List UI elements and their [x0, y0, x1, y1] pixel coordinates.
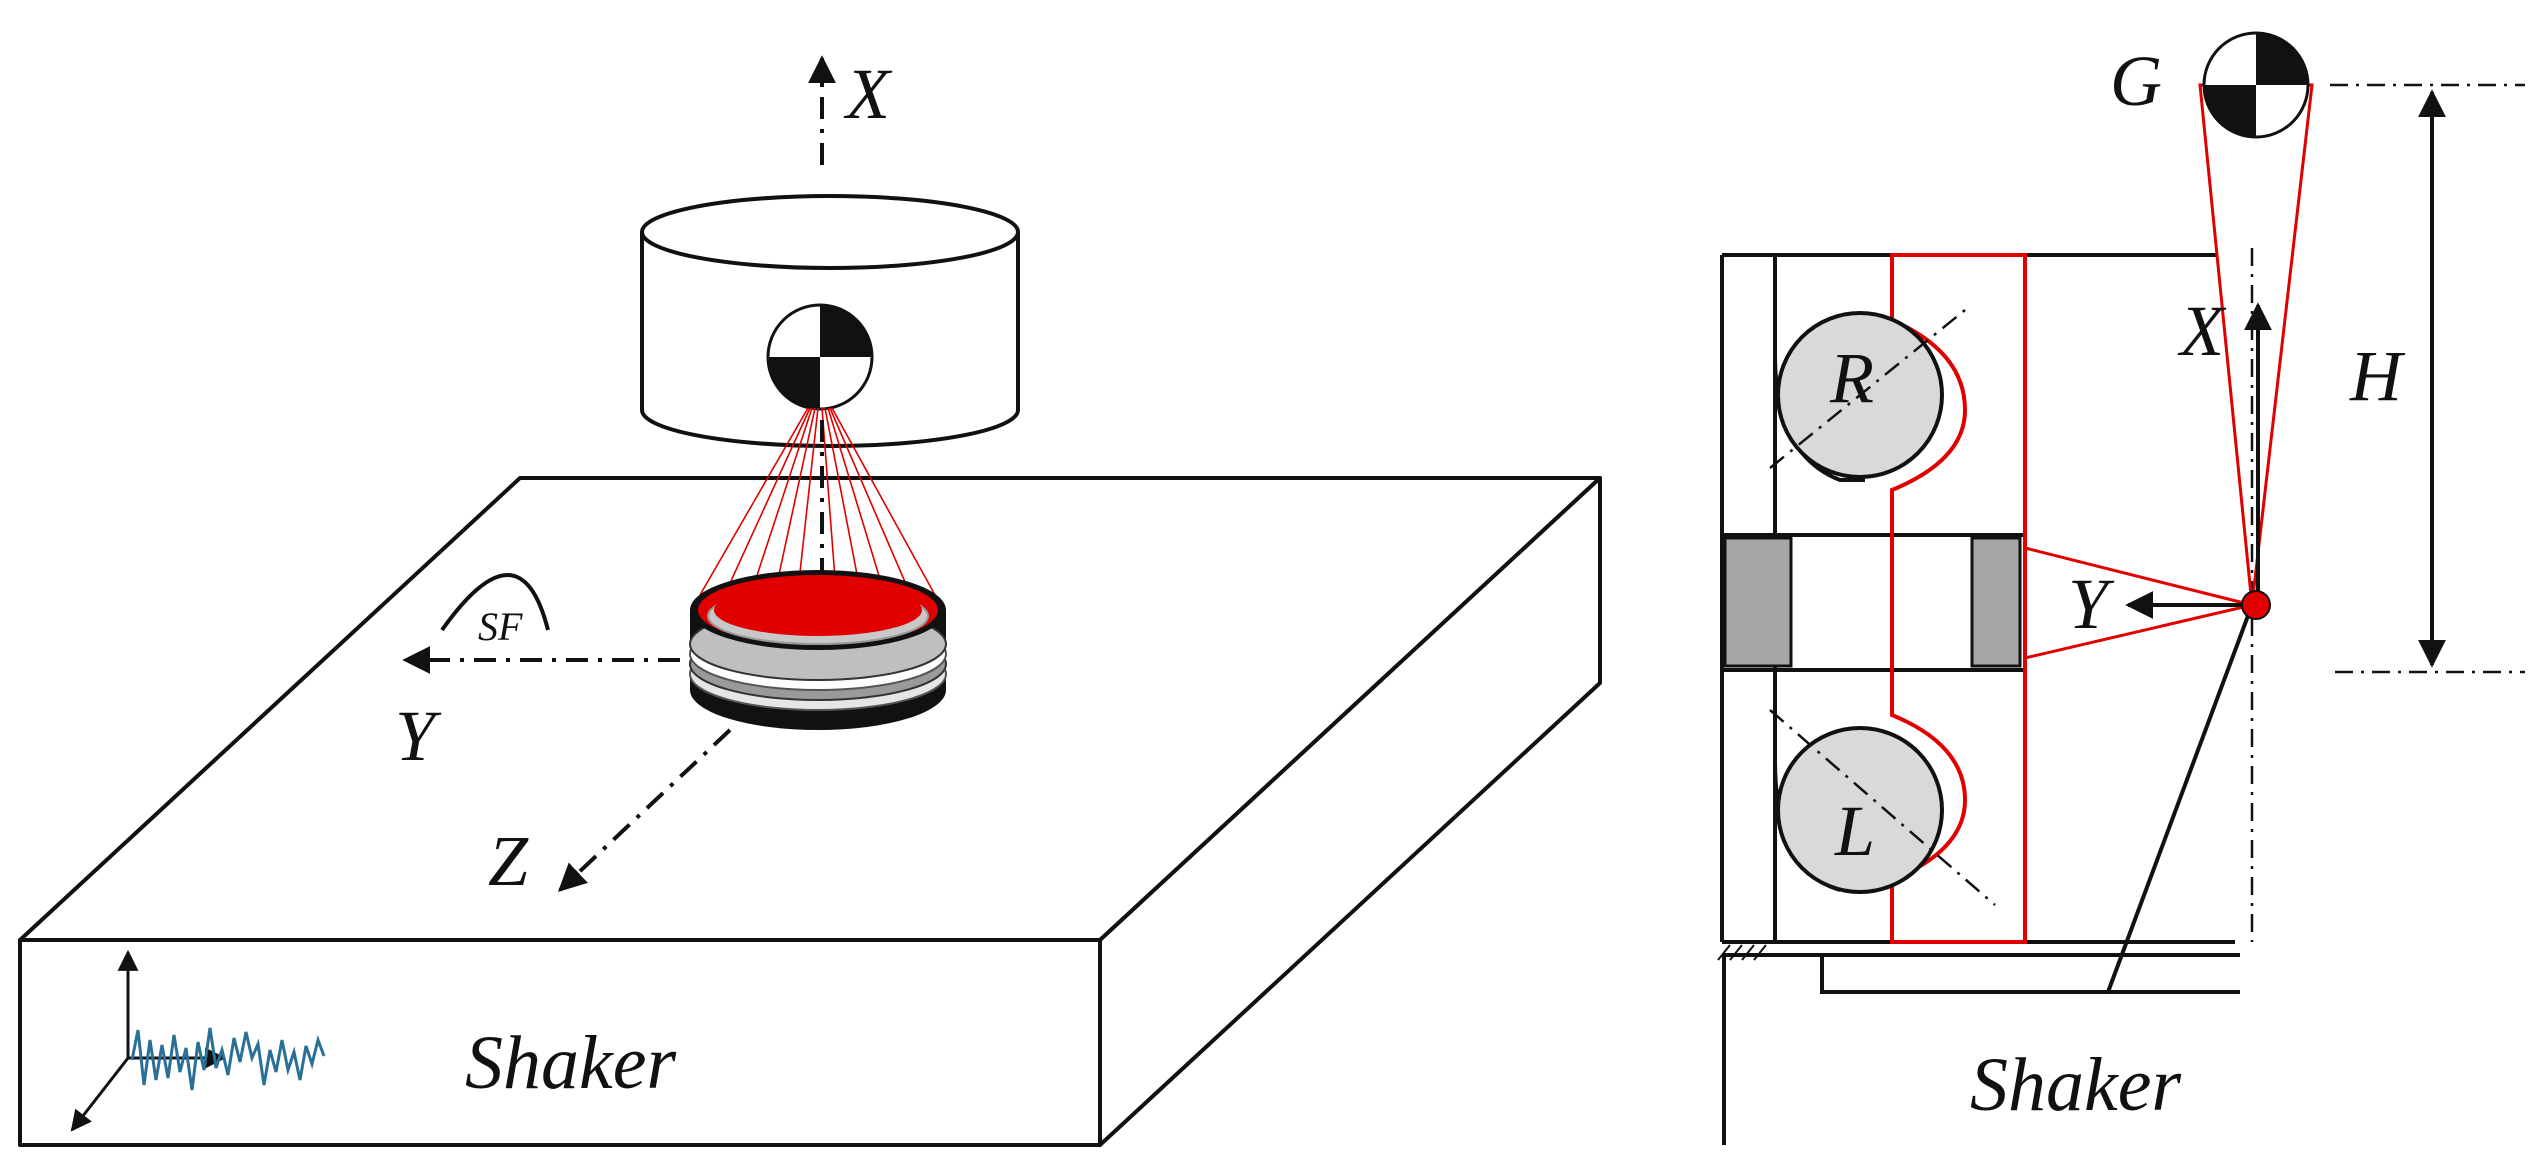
spacer-inner	[1970, 536, 2022, 668]
inner-race	[1890, 253, 2027, 944]
excitation-signal-icon	[70, 949, 326, 1132]
shaker-mount-right	[1820, 955, 2240, 994]
left-view: Shaker X	[18, 54, 1602, 1147]
x-axis-label-right: X	[2177, 291, 2227, 371]
right-view: Shaker R	[1717, 31, 2525, 1145]
bearing-left	[689, 570, 947, 730]
shaker-label-right: Shaker	[1970, 1043, 2181, 1127]
roller-r-label: R	[1829, 338, 1874, 418]
y-axis-label-right: Y	[2068, 564, 2115, 644]
sf-label: SF	[478, 604, 523, 649]
signal-waveform	[130, 1027, 326, 1091]
load-point	[2241, 590, 2271, 620]
roller-l-label: L	[1834, 791, 1875, 871]
roller-l: L	[1769, 709, 1996, 906]
g-label: G	[2110, 41, 2162, 121]
cg-symbol-left	[766, 303, 874, 411]
y-axis-label-left: Y	[395, 696, 442, 776]
z-axis-label-left: Z	[488, 821, 529, 901]
cg-symbol-right	[2202, 31, 2310, 139]
spacer-outer	[1723, 536, 1793, 668]
shaker-front-face	[18, 938, 1102, 1147]
ground-hatch	[1717, 944, 1767, 961]
z-axis-left	[557, 728, 732, 892]
support-strut	[2106, 604, 2254, 993]
h-label: H	[2349, 336, 2406, 416]
shaker-label-left: Shaker	[465, 1021, 676, 1105]
x-axis-label-left: X	[843, 54, 893, 134]
shaker-side-face	[1098, 476, 1602, 1147]
load-triangle	[2023, 546, 2253, 660]
roller-r: R	[1769, 309, 1966, 479]
sf-curve	[440, 573, 550, 632]
shaker-base-right	[1722, 953, 2240, 1145]
